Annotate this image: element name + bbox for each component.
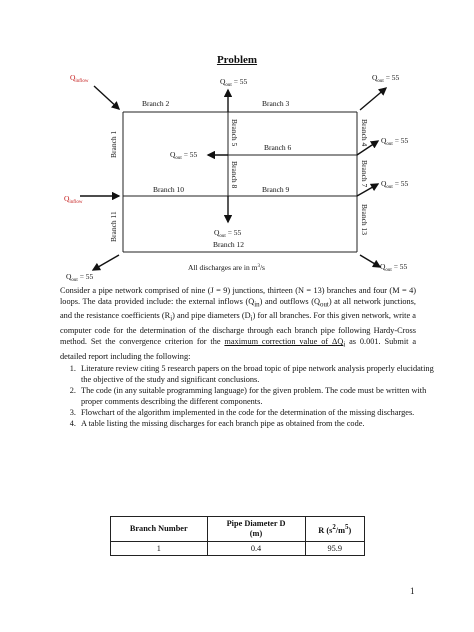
pipe-grid bbox=[122, 111, 358, 253]
inflow-arrow-top-left bbox=[93, 85, 121, 110]
table-cell: 0.4 bbox=[206, 541, 306, 556]
branch-4-label: Branch 4 bbox=[360, 119, 369, 147]
outflow-arrow-right-upper bbox=[356, 140, 380, 156]
table-cell: 1 bbox=[110, 541, 208, 556]
problem-paragraph: Consider a pipe network comprised of nin… bbox=[60, 286, 416, 361]
branch-9-label: Branch 9 bbox=[262, 185, 290, 194]
list-item: Literature review citing 5 research pape… bbox=[78, 364, 434, 386]
inflow-label-top-left: Qinflow bbox=[70, 73, 89, 84]
column-header-branch-number: Branch Number bbox=[110, 516, 208, 542]
branch-12-label: Branch 12 bbox=[213, 240, 244, 249]
list-item: A table listing the missing discharges f… bbox=[78, 419, 434, 430]
page-title: Problem bbox=[216, 54, 258, 66]
outflow-label-top-right: Qout = 55 bbox=[372, 73, 400, 84]
outflow-label-right-upper: Qout = 55 bbox=[381, 136, 409, 147]
outflow-label-down: Qout = 55 bbox=[214, 228, 242, 239]
table-cell: 95.9 bbox=[304, 541, 366, 556]
branch-data-table: Branch Number Pipe Diameter D(m) R (s2/m… bbox=[110, 516, 366, 556]
outflow-label-bottom-left: Qout = 55 bbox=[66, 272, 94, 283]
branch-11-label: Branch 11 bbox=[109, 211, 118, 242]
inflow-label-left: Qinflow bbox=[64, 194, 83, 205]
outflow-arrow-bottom-right bbox=[359, 254, 382, 268]
outflow-arrow-right-middle bbox=[356, 183, 380, 197]
column-header-pipe-diameter: Pipe Diameter D(m) bbox=[206, 516, 306, 542]
outflow-label-inner-left: Qout = 55 bbox=[170, 150, 198, 161]
outflow-arrow-bottom-left bbox=[91, 254, 120, 271]
branch-1-label: Branch 1 bbox=[109, 130, 118, 158]
branch-5-label: Branch 5 bbox=[230, 119, 239, 147]
outflow-arrow-top-right bbox=[359, 87, 388, 111]
list-item: Flowchart of the algorithm implemented i… bbox=[78, 408, 434, 419]
branch-7-label: Branch 7 bbox=[360, 160, 369, 188]
branch-6-label: Branch 6 bbox=[264, 143, 292, 152]
list-item: The code (in any suitable programming la… bbox=[78, 386, 434, 408]
outflow-label-right-middle: Qout = 55 bbox=[381, 179, 409, 190]
outflow-label-top: Qout = 55 bbox=[220, 77, 248, 88]
branch-2-label: Branch 2 bbox=[142, 99, 170, 108]
units-note: All discharges are in m3/s bbox=[188, 263, 265, 272]
table-row: 1 0.4 95.9 bbox=[110, 541, 366, 556]
branch-13-label: Branch 13 bbox=[360, 204, 369, 235]
branch-10-label: Branch 10 bbox=[153, 185, 184, 194]
branch-8-label: Branch 8 bbox=[230, 161, 239, 189]
page-number: 1 bbox=[410, 586, 415, 596]
requirements-list: Literature review citing 5 research pape… bbox=[60, 364, 434, 429]
column-header-resistance: R (s2/m5) bbox=[304, 516, 366, 542]
pipe-network-diagram: Qinflow Qinflow Qout = 55 Qout = 55 Qout… bbox=[64, 73, 409, 283]
outflow-label-bottom-right: Qout = 55 bbox=[380, 262, 408, 273]
table-header-row: Branch Number Pipe Diameter D(m) R (s2/m… bbox=[110, 516, 366, 542]
branch-3-label: Branch 3 bbox=[262, 99, 290, 108]
